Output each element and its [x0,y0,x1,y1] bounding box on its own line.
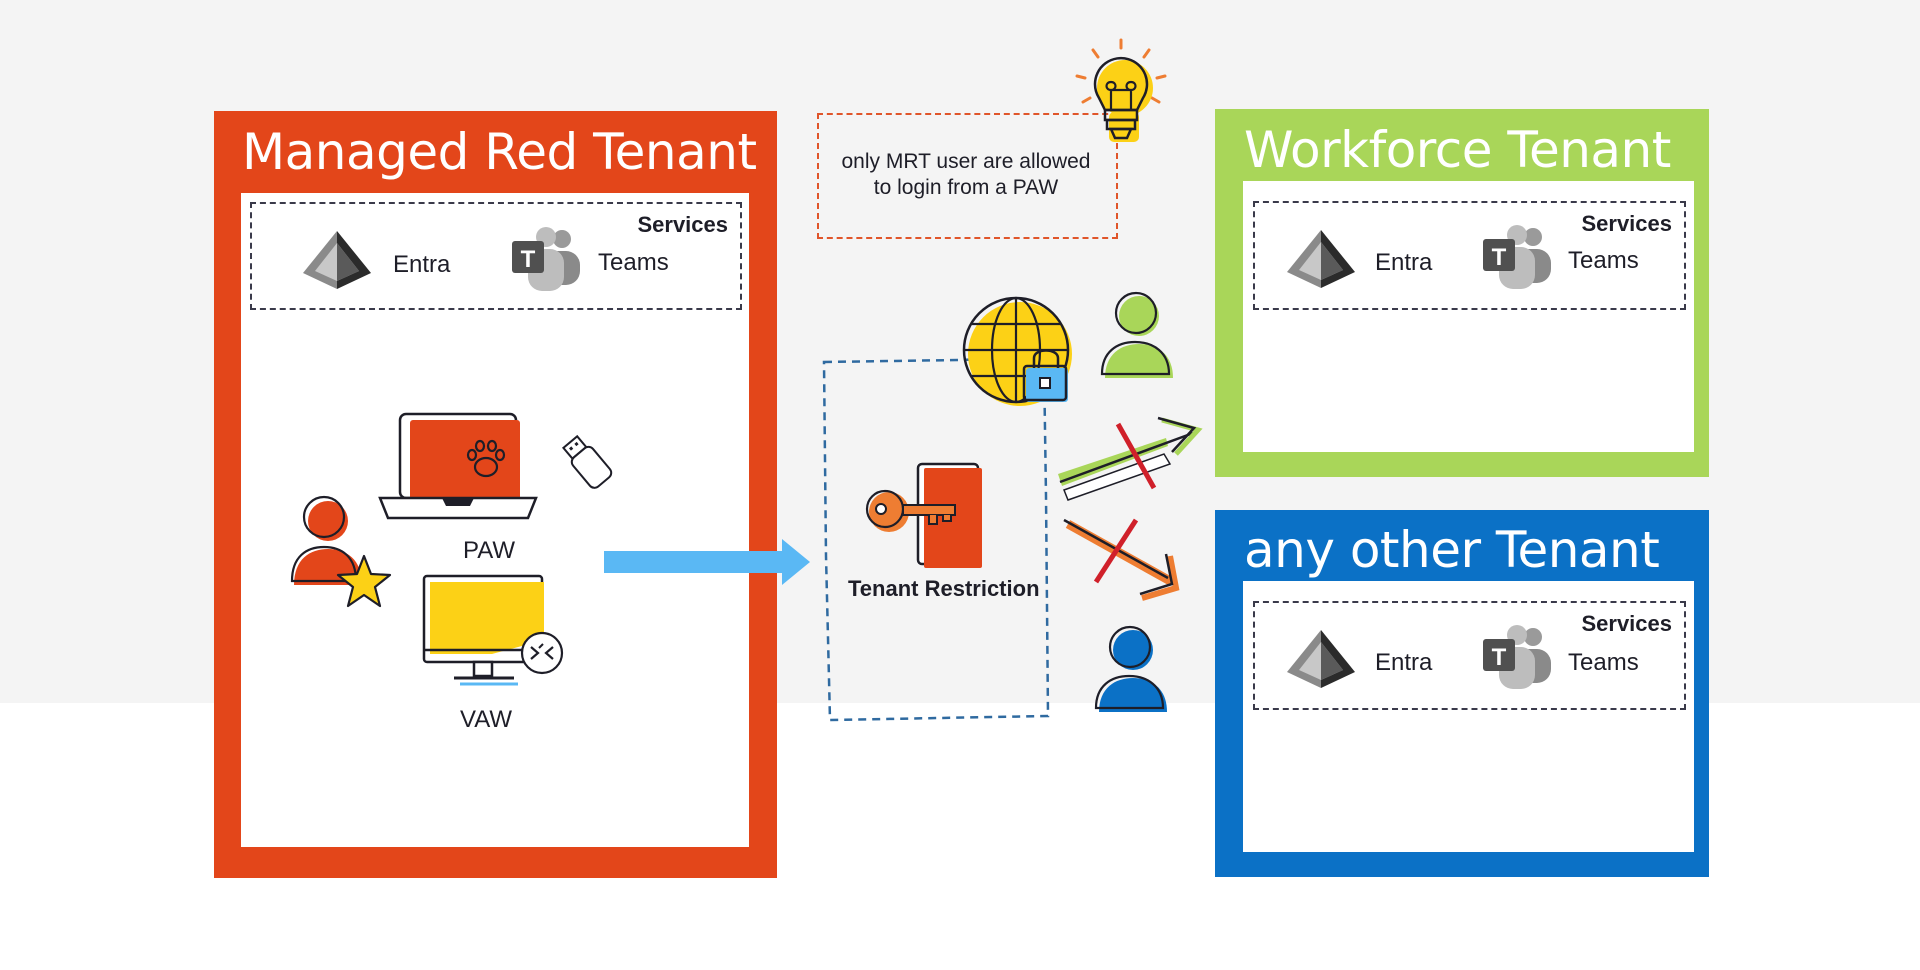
svg-text:T: T [1492,644,1507,671]
services-label: Services [1581,211,1672,236]
tenant-restriction-boundary [822,357,1050,722]
workforce-title: Workforce Tenant [1244,121,1671,179]
note-text: only MRT user are allowed to login from … [841,150,1091,200]
other-services-box: Services Entra T Teams [1253,601,1686,710]
paw-icon [466,439,506,478]
remote-desktop-icon [520,631,564,675]
blocked-arrow-orange [1063,518,1180,601]
teams-icon: T [512,227,580,291]
other-inner-panel: Services Entra T Teams [1243,581,1694,852]
services-label: Services [637,212,728,237]
other-title: any other Tenant [1244,521,1660,579]
entra-icon [1287,230,1355,288]
green-user-icon [1100,291,1173,378]
key-icon [865,489,956,532]
paw-label: PAW [463,537,515,564]
mrt-tenant-panel: Managed Red Tenant Services Entra T [214,111,777,878]
svg-text:T: T [521,246,536,273]
teams-label: Teams [1568,247,1639,274]
note-box: only MRT user are allowed to login from … [817,113,1118,239]
entra-label: Entra [1375,649,1433,676]
tenant-restriction-label: Tenant Restriction [848,576,1040,601]
blue-user-icon [1094,625,1167,712]
workforce-inner-panel: Services Entra T Teams [1243,181,1694,452]
usb-key-icon [561,434,613,489]
entra-label: Entra [393,251,451,278]
workforce-services-box: Services Entra T Teams [1253,201,1686,310]
lightbulb-icon [1075,38,1167,142]
mrt-services-box: Services Entra T Teams [250,202,742,310]
svg-text:T: T [1492,244,1507,271]
star-icon [336,554,392,608]
teams-icon: T [1483,625,1551,689]
mrt-title: Managed Red Tenant [242,123,757,181]
blocked-arrow-green [1058,416,1203,501]
other-tenant-panel: any other Tenant Services Entra T [1215,510,1709,877]
mrt-inner-panel: Services Entra T Teams [241,193,749,847]
monitor-icon [422,574,544,686]
vaw-label: VAW [460,706,512,733]
workforce-tenant-panel: Workforce Tenant Services Entra T [1215,109,1709,477]
entra-icon [303,231,371,289]
services-label: Services [1581,611,1672,636]
entra-icon [1287,630,1355,688]
entra-label: Entra [1375,249,1433,276]
flow-arrow [604,539,810,585]
teams-label: Teams [1568,649,1639,676]
lock-icon [1022,349,1068,402]
teams-label: Teams [598,249,669,276]
teams-icon: T [1483,225,1551,289]
